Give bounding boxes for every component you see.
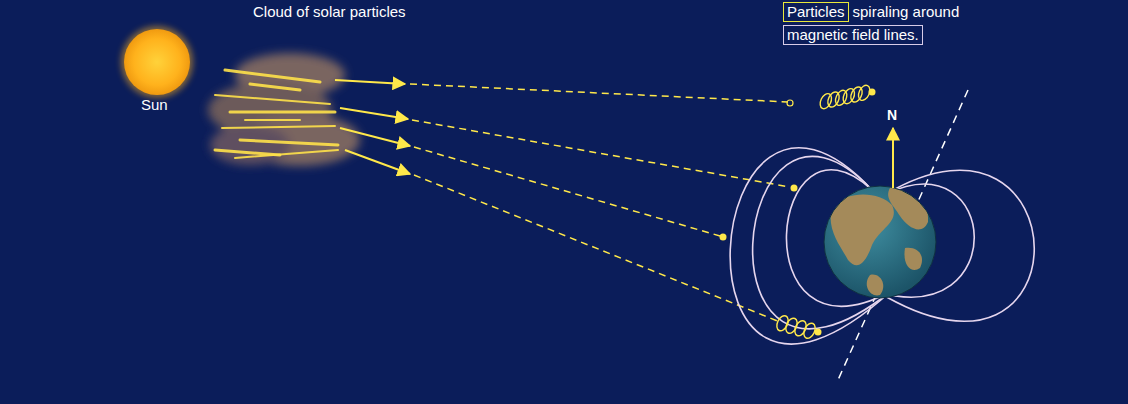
particle-spirals xyxy=(775,83,872,340)
earth xyxy=(824,186,936,298)
particle-streak xyxy=(250,84,300,90)
particle-dot xyxy=(787,100,793,106)
particle-streak xyxy=(245,119,300,121)
sun xyxy=(124,29,190,95)
particle-streak xyxy=(222,126,335,128)
annotation-text: Particles xyxy=(787,3,845,21)
north-arrow xyxy=(892,128,894,188)
particle-dot xyxy=(720,234,727,241)
particle-streak xyxy=(225,70,320,82)
field-lines xyxy=(730,148,1034,344)
spiral-loop xyxy=(784,316,800,335)
sun-glow xyxy=(121,26,193,98)
north-label: N xyxy=(887,106,897,124)
particle-dot xyxy=(869,89,876,96)
particle-streak xyxy=(230,111,335,114)
spiral-loop xyxy=(793,319,809,338)
cloud-label: Cloud of solar particles xyxy=(253,3,406,21)
particle-dot xyxy=(815,329,822,336)
continents xyxy=(831,188,929,296)
particle-arrows xyxy=(335,80,410,174)
particle-streak xyxy=(240,140,338,145)
particle-streak xyxy=(215,95,330,104)
particle-streak xyxy=(215,150,280,155)
particle-dot xyxy=(791,185,798,192)
annotation-text: spiraling around xyxy=(853,3,960,21)
highlight-box: magnetic field lines. xyxy=(783,25,923,45)
sun-label: Sun xyxy=(141,96,168,114)
particle-cloud xyxy=(208,53,360,166)
annotation-text: magnetic field lines. xyxy=(787,26,919,44)
earth-outline xyxy=(824,186,936,298)
spiral-loop xyxy=(775,314,791,333)
highlight-box: Particles xyxy=(783,2,849,22)
particle-streaks xyxy=(215,70,338,158)
